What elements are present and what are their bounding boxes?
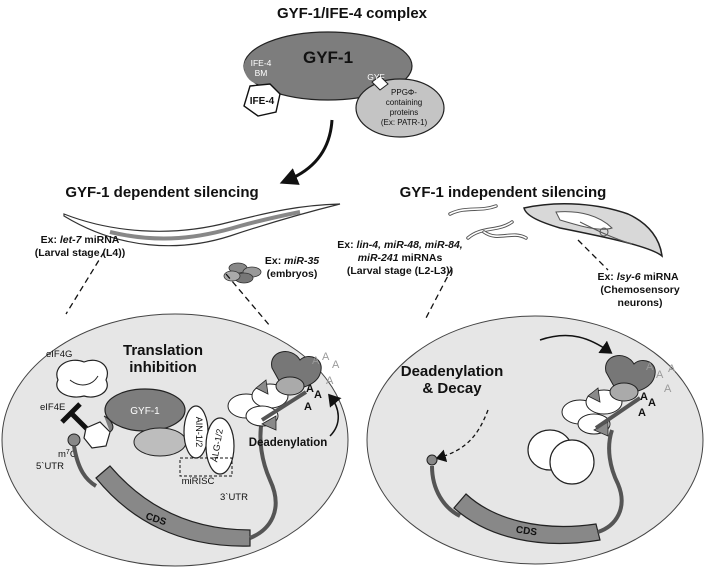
neuron-axon	[579, 221, 633, 245]
cds-label-right: CDS	[515, 525, 538, 539]
ife4-label: IFE-4	[250, 96, 275, 107]
zoom-line-left-a	[65, 251, 105, 315]
m7g-label: m7G	[58, 449, 77, 461]
ife4-bm-label-line1: IFE-4	[251, 58, 272, 68]
gyf-domain-label: GYF	[367, 72, 384, 82]
embryos-cluster	[223, 262, 262, 284]
ppg-line1: PPGΦ-	[391, 88, 417, 97]
worm-gut-left	[109, 210, 301, 241]
utr5-label: 5`UTR	[36, 461, 64, 472]
svg-text:A: A	[322, 351, 330, 363]
gyf1-connector	[103, 415, 114, 433]
svg-text:A: A	[638, 407, 646, 419]
mrna-to-polyA-left	[260, 390, 308, 422]
mirisc-box	[179, 457, 233, 477]
utr3-label: 3`UTR	[220, 492, 248, 503]
independent-heading: GYF-1 independent silencing	[400, 184, 607, 201]
ex-lsy6-line1: Ex: lsy-6 miRNA	[597, 271, 679, 283]
svg-text:A: A	[668, 363, 676, 375]
polyA-letters-right: A A A A A A A	[638, 361, 676, 419]
ex-right-line3: (Larval stage (L2-L3))	[347, 265, 453, 277]
ain-label: AIN-1/2	[194, 417, 204, 448]
eif4g-shape	[56, 359, 108, 398]
gyf1-top-label: GYF-1	[303, 48, 353, 67]
ex-let7-line1: Ex: let-7 miRNA	[41, 234, 120, 246]
translation-line2: inhibition	[129, 359, 196, 376]
ex-mir35-line2: (embryos)	[267, 268, 318, 280]
zoom-line-right-b	[577, 239, 609, 271]
cap-right	[426, 454, 438, 466]
neuron-body	[599, 227, 609, 237]
ife4-bm-label-line2: BM	[255, 68, 268, 78]
eif4e-hexagon	[83, 421, 111, 449]
eif4e-label: eIF4E	[40, 402, 65, 413]
alg-protein	[205, 417, 235, 475]
dependent-heading: GYF-1 dependent silencing	[65, 184, 258, 201]
ex-right-line1: Ex: lin-4, miR-48, miR-84,	[337, 239, 463, 251]
ex-mir35-line1: Ex: miR-35	[265, 255, 319, 267]
worm-head-right	[523, 202, 663, 258]
svg-text:A: A	[332, 359, 340, 371]
svg-text:A: A	[646, 361, 654, 373]
svg-text:A: A	[304, 401, 312, 413]
ppg-line3: proteins	[390, 108, 418, 117]
gyf1-left-label: GYF-1	[130, 406, 160, 417]
eif4g-inner	[69, 375, 99, 386]
curved-arrow-to-dependent	[279, 119, 334, 185]
svg-text:A: A	[640, 391, 648, 403]
ex-lsy6-line3: neurons)	[618, 297, 663, 309]
translation-line1: Translation	[123, 342, 203, 359]
mrna-5utr-right	[430, 465, 461, 518]
decay-line1: Deadenylation	[401, 363, 504, 380]
polyA-letters-left: A A A A A A A	[304, 351, 340, 413]
mrna-3utr-right	[597, 429, 624, 534]
worm-head-detail	[555, 211, 613, 230]
ex-lsy6-line2: (Chemosensory	[600, 284, 680, 296]
argonaute-complex-right	[527, 429, 595, 485]
svg-text:A: A	[648, 397, 656, 409]
deadenylation-arrow	[328, 393, 342, 437]
svg-text:A: A	[314, 389, 322, 401]
complex-title: GYF-1/IFE-4 complex	[277, 5, 428, 22]
ife4-bm-bump	[243, 58, 264, 84]
svg-text:A: A	[326, 375, 334, 387]
decay-dashed-arrow	[435, 409, 489, 463]
mrna-5utr-left	[72, 445, 98, 488]
svg-text:A: A	[312, 355, 320, 367]
recruit-arrow-right	[539, 334, 613, 354]
decay-line2: & Decay	[422, 380, 482, 397]
deadenylase-complex-right	[561, 355, 656, 437]
m7g-cap	[67, 433, 81, 447]
mirisc-label: miRISC	[182, 476, 215, 487]
gyf-domain-notch	[371, 75, 389, 91]
ppg-line4: (Ex: PATR-1)	[381, 118, 428, 127]
ppg-protein-left	[133, 427, 187, 457]
eif4g-label: eIF4G	[46, 349, 72, 360]
ppg-line2: containing	[386, 98, 422, 107]
mrna-to-polyA-right	[594, 396, 642, 430]
mrna-3utr-left	[249, 419, 278, 540]
ex-right-line2: miR-241 miRNAs	[358, 252, 443, 264]
zoom-line-left-b	[225, 273, 271, 327]
ife4-shape	[243, 83, 281, 117]
ex-let7-line2: (Larval stage (L4))	[35, 247, 125, 259]
svg-text:A: A	[664, 383, 672, 395]
svg-text:A: A	[306, 383, 314, 395]
larval-worms	[448, 204, 528, 240]
deadenylase-complex-left	[227, 351, 322, 431]
ppg-proteins-ellipse	[355, 78, 445, 138]
svg-text:A: A	[656, 369, 664, 381]
deadenylation-label: Deadenylation	[249, 437, 328, 449]
